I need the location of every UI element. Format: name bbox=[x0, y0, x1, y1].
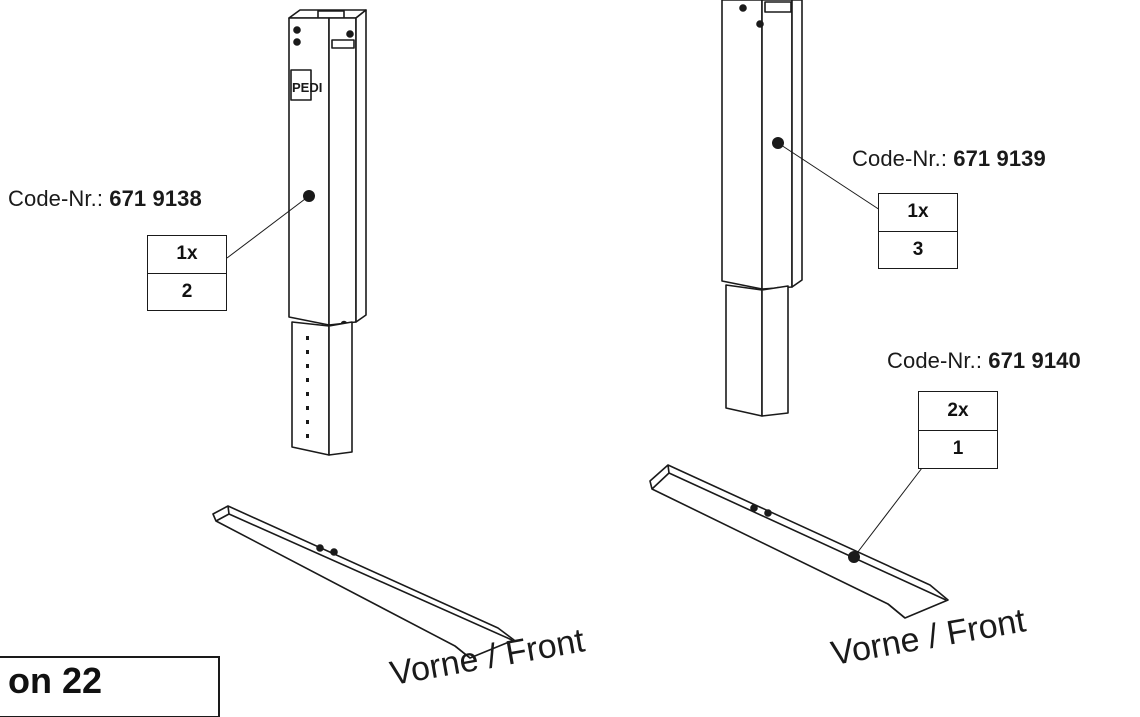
callout-dot-part-3 bbox=[772, 137, 784, 149]
quantity-value: 1x bbox=[176, 243, 198, 265]
code-prefix: Code-Nr.: bbox=[887, 348, 983, 373]
code-prefix: Code-Nr.: bbox=[852, 146, 948, 171]
quantity-value: 1x bbox=[907, 201, 929, 223]
code-number: 671 9140 bbox=[988, 348, 1081, 373]
left-foot bbox=[212, 505, 515, 659]
position-number: 3 bbox=[879, 230, 957, 269]
code-number: 671 9139 bbox=[953, 146, 1046, 171]
code-label-part-1: Code-Nr.: 671 9140 bbox=[887, 348, 1081, 374]
quantity-box-part-2: 1x 2 bbox=[147, 235, 227, 311]
callout-dot-part-2 bbox=[303, 190, 315, 202]
right-foot bbox=[649, 464, 949, 619]
position-number: 2 bbox=[148, 272, 226, 311]
code-label-part-2: Code-Nr.: 671 9138 bbox=[8, 186, 202, 212]
code-label-part-3: Code-Nr.: 671 9139 bbox=[852, 146, 1046, 172]
right-leg-column bbox=[721, 0, 803, 417]
step-title: on 22 bbox=[8, 660, 103, 701]
quantity-box-part-3: 1x 3 bbox=[878, 193, 958, 269]
leg-brand-text: PEDI bbox=[292, 80, 322, 95]
position-number: 1 bbox=[919, 429, 997, 469]
callout-leaders bbox=[226, 142, 923, 558]
code-number: 671 9138 bbox=[109, 186, 202, 211]
quantity-box-part-1: 2x 1 bbox=[918, 391, 998, 469]
code-prefix: Code-Nr.: bbox=[8, 186, 104, 211]
left-leg-column: PEDI bbox=[288, 9, 367, 456]
quantity-value: 2x bbox=[947, 399, 969, 421]
callout-dot-part-1 bbox=[848, 551, 860, 563]
